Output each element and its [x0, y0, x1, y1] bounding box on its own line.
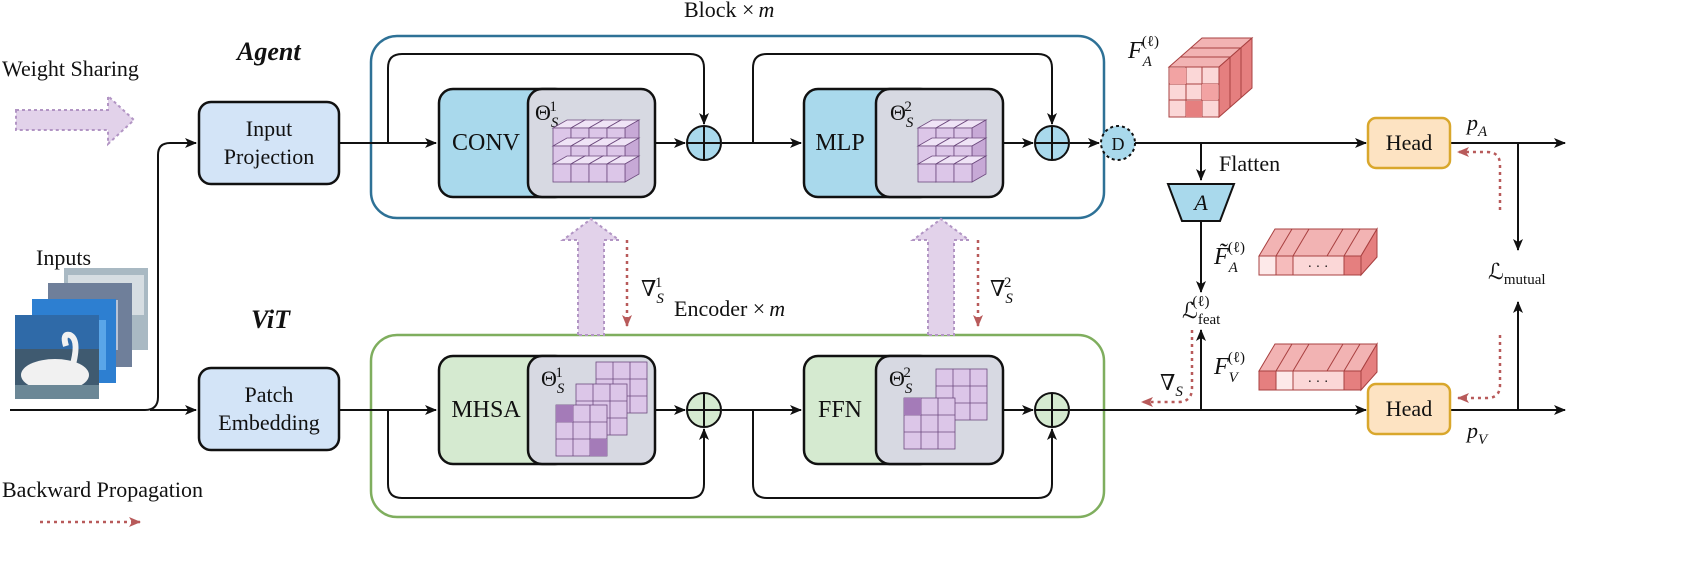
agent-branch-title: Agent — [235, 37, 301, 66]
backward-mutual-top — [1457, 147, 1502, 210]
f-tilde-a-dots: · · · — [1308, 260, 1329, 275]
backward-feat — [1141, 330, 1194, 407]
mhsa-module: MHSA ΘS1 — [437, 354, 657, 466]
ffn-module: FFN ΘS2 — [802, 354, 1005, 466]
block-title: Block ×m — [684, 0, 774, 22]
input-projection-box: Input Projection — [197, 100, 341, 186]
flatten-label: Flatten — [1219, 151, 1280, 176]
agent-add-node-1 — [686, 125, 722, 161]
conv-module: CONV ΘS1 — [437, 87, 657, 199]
mlp-label: MLP — [815, 130, 864, 156]
input-images — [15, 268, 148, 399]
weight-sharing-icon — [15, 93, 136, 147]
f-v-vector: · · · — [1258, 342, 1378, 392]
agent-add-node-2 — [1034, 125, 1070, 161]
mlp-module: MLP ΘS2 — [802, 87, 1005, 199]
p-v-label: pV — [1465, 418, 1489, 448]
weight-sharing-arrow-2 — [910, 217, 972, 336]
l-feat: ℒfeat(ℓ) — [1182, 294, 1221, 328]
agent-block-container — [369, 34, 1106, 220]
vit-add-node-1 — [686, 392, 722, 428]
mhsa-label: MHSA — [451, 397, 521, 423]
f-tilde-a-vector: · · · — [1258, 227, 1378, 277]
agent-skip-1 — [387, 53, 709, 143]
ffn-weights-grid — [903, 368, 988, 450]
vit-encoder-container — [369, 333, 1106, 519]
d-node-label: D — [1112, 134, 1125, 154]
a-node-label: A — [1192, 190, 1208, 215]
conv-label: CONV — [452, 130, 521, 156]
legend-weight-sharing: Weight Sharing — [2, 56, 139, 81]
theta-1-agent: ΘS1 — [535, 99, 559, 131]
input-projection-label-2: Projection — [224, 144, 314, 169]
theta-2-agent: ΘS2 — [890, 99, 914, 131]
head-top: Head — [1366, 116, 1452, 170]
ffn-label: FFN — [818, 397, 862, 423]
mhsa-weights-grid — [555, 361, 648, 457]
weight-sharing-arrow-1 — [560, 217, 622, 336]
patch-embedding-label-1: Patch — [245, 382, 294, 407]
vit-add-node-2 — [1034, 392, 1070, 428]
vit-skip-2 — [752, 410, 1057, 499]
theta-1-vit: ΘS1 — [541, 365, 565, 397]
f-v-label: FV(ℓ) — [1213, 350, 1245, 386]
mlp-weights-cube — [917, 119, 987, 183]
legend-backward-propagation: Backward Propagation — [2, 477, 203, 502]
f-a-label: FA(ℓ) — [1127, 34, 1159, 70]
head-bottom: Head — [1366, 382, 1452, 436]
nabla-s1: ∇S1 — [641, 275, 664, 307]
f-tilde-a-label: F̃A(ℓ) — [1213, 240, 1245, 276]
f-a-feature-cube — [1167, 36, 1254, 119]
p-a-label: pA — [1465, 110, 1488, 140]
nabla-s-feat: ∇S — [1160, 370, 1183, 400]
encoder-title: Encoder ×m — [674, 296, 785, 321]
theta-2-vit: ΘS2 — [889, 365, 913, 397]
patch-embedding-box: Patch Embedding — [197, 366, 341, 452]
vit-skip-1 — [387, 410, 709, 499]
head-bottom-label: Head — [1386, 396, 1432, 421]
patch-embedding-label-2: Embedding — [218, 410, 319, 435]
a-node: A — [1166, 183, 1236, 222]
l-mutual: ℒmutual — [1488, 259, 1546, 288]
nabla-s2: ∇S2 — [990, 275, 1013, 307]
input-projection-label-1: Input — [246, 116, 292, 141]
agent-skip-2 — [752, 53, 1057, 143]
conv-weights-cube — [552, 119, 640, 183]
f-v-dots: · · · — [1308, 375, 1329, 390]
backward-mutual-bottom — [1457, 335, 1502, 403]
d-node: D — [1100, 125, 1136, 161]
vit-branch-title: ViT — [251, 305, 291, 334]
inputs-label: Inputs — [36, 245, 91, 270]
head-top-label: Head — [1386, 130, 1432, 155]
